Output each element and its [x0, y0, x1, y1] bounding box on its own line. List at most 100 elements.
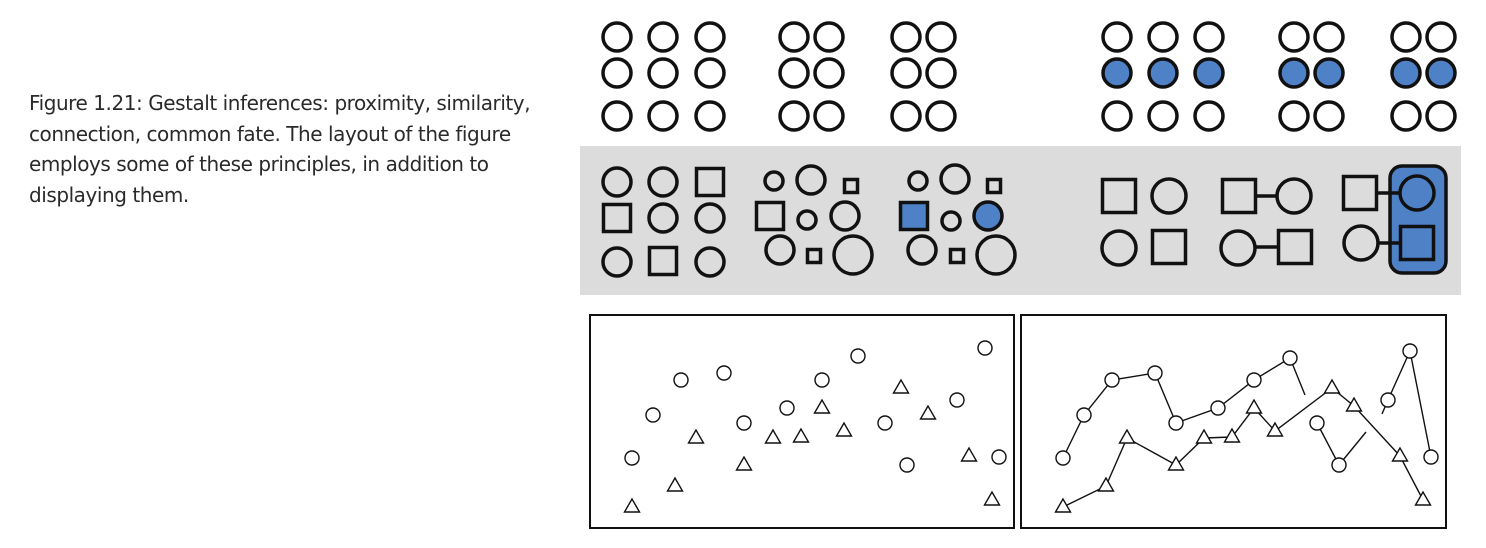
- triangle-mark: [1323, 378, 1341, 394]
- circle: [601, 57, 633, 89]
- figure-caption: Figure 1.21: Gestalt inferences: proximi…: [29, 88, 549, 210]
- triangle-mark: [813, 398, 831, 414]
- triangle-mark: [1195, 428, 1213, 444]
- circle-mark: [673, 372, 689, 388]
- circle: [925, 21, 957, 53]
- circle-mark: [1104, 372, 1120, 388]
- circle: [694, 100, 726, 132]
- circle: [925, 57, 957, 89]
- circle: [601, 21, 633, 53]
- circle: [1313, 100, 1345, 132]
- square: [1276, 228, 1314, 266]
- circle: [890, 57, 922, 89]
- circle: [1275, 177, 1313, 215]
- circle: [647, 166, 679, 198]
- circle: [1278, 21, 1310, 53]
- circle: [813, 57, 845, 89]
- filled-circle: [1278, 57, 1310, 89]
- circle-mark: [1402, 343, 1418, 359]
- circle: [1398, 174, 1436, 212]
- circle-mark: [1055, 450, 1071, 466]
- circle: [829, 200, 861, 232]
- circle: [1193, 21, 1225, 53]
- triangle-mark: [960, 446, 978, 462]
- figure-shapes: [601, 21, 1457, 278]
- circle: [1219, 229, 1257, 267]
- circle-mark: [645, 407, 661, 423]
- circle: [1390, 21, 1422, 53]
- triangle-mark: [623, 497, 641, 513]
- circle: [795, 164, 827, 196]
- circle: [694, 57, 726, 89]
- circle: [890, 100, 922, 132]
- caption-text: Gestalt inferences: proximity, similarit…: [29, 91, 531, 207]
- square: [754, 200, 786, 232]
- circle: [1147, 100, 1179, 132]
- circle: [647, 57, 679, 89]
- triangle-mark: [735, 455, 753, 471]
- square: [1100, 177, 1138, 215]
- triangle-mark: [1054, 497, 1072, 513]
- circle: [813, 100, 845, 132]
- circle: [647, 21, 679, 53]
- triangle-mark: [687, 428, 705, 444]
- square: [985, 177, 1003, 195]
- circle-mark: [1076, 407, 1092, 423]
- circle-mark: [899, 457, 915, 473]
- circle: [1147, 21, 1179, 53]
- circle: [1193, 100, 1225, 132]
- triangle-mark: [1414, 490, 1432, 506]
- circle: [1390, 100, 1422, 132]
- circle-mark: [1168, 415, 1184, 431]
- circle: [939, 163, 971, 195]
- circle-mark: [850, 348, 866, 364]
- circle: [1101, 100, 1133, 132]
- circle: [1150, 177, 1188, 215]
- triangle-series-line: [1062, 387, 1424, 508]
- filled-circle: [1425, 57, 1457, 89]
- filled-square: [898, 200, 930, 232]
- circle-mark: [716, 365, 732, 381]
- filled-circle: [972, 200, 1004, 232]
- triangle-mark: [666, 476, 684, 492]
- triangle-mark: [919, 404, 937, 420]
- triangle-mark: [1097, 476, 1115, 492]
- circle: [778, 57, 810, 89]
- triangle-mark: [1167, 455, 1185, 471]
- circle: [694, 202, 726, 234]
- square: [647, 245, 679, 277]
- circle-mark: [814, 372, 830, 388]
- circle-mark: [1210, 400, 1226, 416]
- circle: [601, 246, 633, 278]
- triangle-mark: [1345, 396, 1363, 412]
- circle-mark: [949, 392, 965, 408]
- circle: [1425, 100, 1457, 132]
- circle-mark: [1309, 415, 1325, 431]
- circle-mark: [1282, 350, 1298, 366]
- square: [1150, 228, 1188, 266]
- square: [1341, 174, 1379, 212]
- enclosure: [1388, 164, 1448, 275]
- circle: [940, 210, 962, 232]
- circle-mark: [877, 415, 893, 431]
- circle: [796, 209, 818, 231]
- triangle-mark: [835, 421, 853, 437]
- connection-lines: [1062, 348, 1432, 508]
- circle-mark: [624, 450, 640, 466]
- circle: [647, 100, 679, 132]
- circle: [647, 202, 679, 234]
- circle: [1100, 229, 1138, 267]
- filled-circle: [1101, 57, 1133, 89]
- circle: [1425, 21, 1457, 53]
- circle-mark: [736, 415, 752, 431]
- circle: [1278, 100, 1310, 132]
- filled-circle: [1313, 57, 1345, 89]
- circle-series-line: [1062, 356, 1306, 459]
- circle: [694, 21, 726, 53]
- circle: [778, 21, 810, 53]
- circle: [907, 170, 929, 192]
- square: [601, 202, 633, 234]
- square: [948, 247, 966, 265]
- circle-mark: [1423, 449, 1439, 465]
